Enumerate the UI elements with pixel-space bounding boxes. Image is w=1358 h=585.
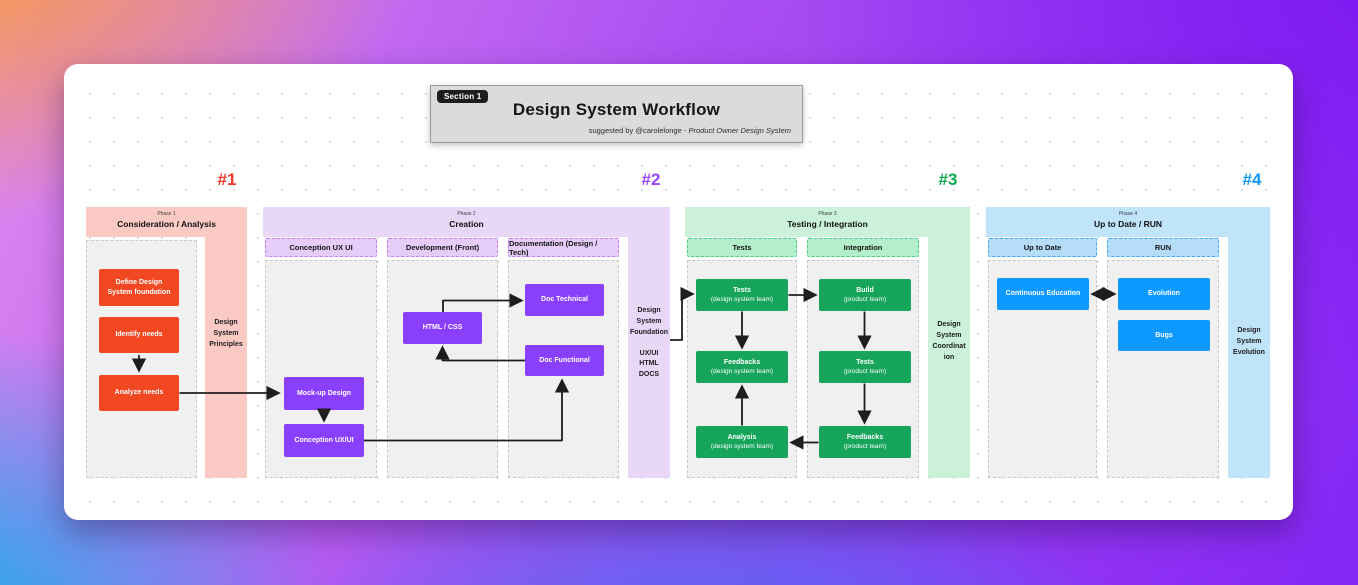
- subcolumn-up-to-date[interactable]: Up to Date: [988, 238, 1097, 257]
- section-title-box[interactable]: Section 1 Design System Workflow suggest…: [430, 85, 803, 143]
- phase-4-sidebar-label: Design System Evolution: [1233, 327, 1265, 356]
- phase-4-number: #4: [1242, 170, 1262, 189]
- card-label: Analysis: [727, 433, 757, 441]
- board-credit: suggested by @carolelonge - Product Owne…: [589, 126, 791, 135]
- phase-3-header[interactable]: Phase 3 Testing / Integration: [685, 207, 970, 237]
- phase-1-header[interactable]: Phase 1 Consideration / Analysis: [86, 207, 247, 237]
- chip-label: Documentation (Design / Tech): [509, 238, 598, 257]
- phase-1-tag: Phase 1: [157, 211, 176, 217]
- phase-1-number: #1: [217, 170, 237, 189]
- card-analyze-needs[interactable]: Analyze needs: [99, 375, 179, 411]
- subcolumn-integration[interactable]: Integration: [807, 238, 919, 257]
- card-label: Bugs: [1155, 331, 1173, 339]
- chip-label: Up to Date: [1023, 243, 1062, 252]
- card-html-css[interactable]: HTML / CSS: [403, 312, 482, 344]
- card-tests-design-system-team[interactable]: Tests (design system team): [696, 279, 788, 311]
- subcolumn-conception-uxui[interactable]: Conception UX UI: [265, 238, 377, 257]
- card-conception-uxui[interactable]: Conception UX/UI: [284, 424, 364, 457]
- phase-2-sidebar-bottom-label: UX/UI HTML DOCS: [638, 349, 660, 379]
- card-analysis-design-system-team[interactable]: Analysis (design system team): [696, 426, 788, 458]
- card-continuous-education[interactable]: Continuous Education: [997, 278, 1089, 310]
- card-tests-product-team[interactable]: Tests (product team): [819, 351, 911, 383]
- card-label: Conception UX/UI: [294, 436, 354, 444]
- phase-1-sidebar-label: Design System Principles: [209, 319, 243, 348]
- phase-3-number: #3: [938, 170, 958, 189]
- phase-2-column-2: [387, 260, 498, 478]
- phase-1-sidebar[interactable]: Design System Principles: [205, 236, 247, 478]
- board-title: Design System Workflow: [512, 100, 721, 119]
- credit-prefix: suggested by @carolelonge -: [588, 126, 689, 135]
- card-evolution[interactable]: Evolution: [1118, 278, 1210, 310]
- card-label: Analyze needs: [114, 389, 164, 397]
- card-feedbacks-product-team[interactable]: Feedbacks (product team): [819, 426, 911, 458]
- card-label: Tests: [733, 286, 751, 294]
- whiteboard-canvas: Section 1 Design System Workflow suggest…: [64, 64, 1293, 520]
- card-sublabel: (product team): [843, 296, 887, 304]
- phase-3-sidebar-label: Design System Coordinat ion: [932, 321, 966, 361]
- phase-2-sidebar[interactable]: Design System Foundation UX/UI HTML DOCS: [628, 236, 670, 478]
- card-mockup-design[interactable]: Mock-up Design: [284, 377, 364, 410]
- phase-1-name: Consideration / Analysis: [117, 219, 216, 229]
- card-doc-technical[interactable]: Doc Technical: [525, 284, 604, 316]
- card-feedbacks-design-system-team[interactable]: Feedbacks (design system team): [696, 351, 788, 383]
- card-label: Evolution: [1148, 290, 1180, 298]
- phase-4-header[interactable]: Phase 4 Up to Date / RUN: [986, 207, 1270, 237]
- section-badge: Section 1: [437, 90, 489, 103]
- phase-2-header[interactable]: Phase 2 Creation: [263, 207, 670, 237]
- card-label: Define Design System foundation: [107, 278, 171, 296]
- phase-2-tag: Phase 2: [457, 211, 476, 217]
- chip-label: Development (Front): [405, 243, 480, 252]
- card-label: HTML / CSS: [422, 324, 463, 332]
- chip-label: Integration: [843, 243, 883, 252]
- card-bugs[interactable]: Bugs: [1118, 320, 1210, 351]
- phase-2-sidebar-top-label: Design System Foundation: [629, 307, 669, 336]
- card-label: Feedbacks: [723, 358, 761, 366]
- phase-4-name: Up to Date / RUN: [1094, 219, 1162, 229]
- phase-3-name: Testing / Integration: [787, 219, 868, 229]
- subcolumn-documentation[interactable]: Documentation (Design / Tech): [508, 238, 619, 257]
- subcolumn-development-front[interactable]: Development (Front): [387, 238, 498, 257]
- chip-label: Conception UX UI: [289, 243, 353, 252]
- subcolumn-run[interactable]: RUN: [1107, 238, 1219, 257]
- subcolumn-tests[interactable]: Tests: [687, 238, 797, 257]
- chip-label: RUN: [1154, 243, 1172, 252]
- card-define-foundation[interactable]: Define Design System foundation: [99, 269, 179, 306]
- card-label: Continuous Education: [1005, 290, 1081, 298]
- card-label: Doc Technical: [541, 296, 588, 304]
- card-build-product-team[interactable]: Build (product team): [819, 279, 911, 311]
- card-label: Doc Functional: [539, 356, 590, 364]
- phase-3-sidebar[interactable]: Design System Coordinat ion: [928, 236, 970, 478]
- card-sublabel: (design system team): [710, 368, 774, 376]
- phase-4-tag: Phase 4: [1118, 211, 1138, 217]
- card-doc-functional[interactable]: Doc Functional: [525, 345, 604, 376]
- chip-label: Tests: [732, 243, 752, 252]
- phase-2-name: Creation: [449, 219, 484, 229]
- phase-2-number: #2: [641, 170, 661, 189]
- card-label: Identify needs: [115, 331, 163, 339]
- card-label: Mock-up Design: [296, 389, 352, 397]
- card-label: Build: [856, 286, 874, 294]
- card-label: Tests: [856, 358, 874, 366]
- card-identify-needs[interactable]: Identify needs: [99, 317, 179, 353]
- card-label: Feedbacks: [846, 433, 884, 441]
- card-sublabel: (design system team): [710, 443, 774, 451]
- credit-role: Product Owner Design System: [688, 126, 791, 135]
- phase-3-tag: Phase 3: [818, 211, 837, 217]
- phase-4-sidebar[interactable]: Design System Evolution: [1228, 236, 1270, 478]
- card-sublabel: (design system team): [710, 296, 774, 304]
- card-sublabel: (product team): [843, 368, 887, 376]
- card-sublabel: (product team): [843, 443, 887, 451]
